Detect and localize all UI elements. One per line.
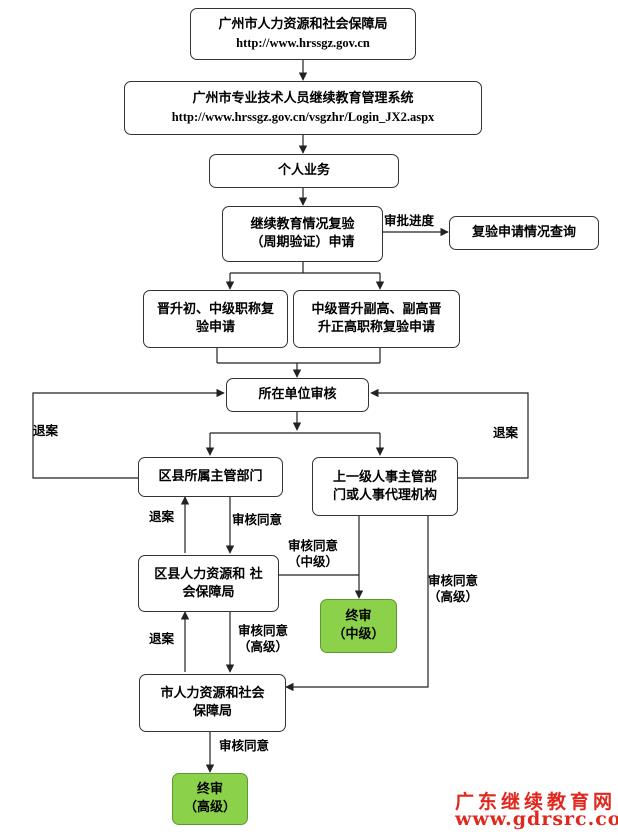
label-agree-final: 审核同意 (219, 738, 270, 753)
node-personal-text: 个人业务 (277, 163, 330, 178)
node-county-bureau-line2: 会保障局 (182, 584, 235, 600)
label-agree-high-left: 审核同意 （高级） (238, 623, 288, 655)
node-system-title: 广州市专业技术人员继续教育管理系统 (192, 91, 414, 106)
label-agree-mid-line1: 审核同意 (288, 538, 339, 553)
label-agree-mid-line2: （中级） (288, 554, 339, 569)
node-county-dept: 区县所属主管部门 (138, 457, 283, 497)
watermark-url: www.gdrsrc.com (455, 808, 618, 830)
node-final-mid-line1: 终审 (345, 609, 372, 624)
node-unit: 所在单位审核 (226, 378, 369, 412)
label-agree-high-right-line1: 审核同意 (428, 573, 479, 588)
node-query: 复验申请情况查询 (449, 216, 599, 250)
node-personal: 个人业务 (209, 154, 399, 188)
label-agree-1: 审核同意 (232, 512, 283, 527)
node-query-text: 复验申请情况查询 (471, 225, 576, 240)
arrow-agree-high-right (285, 516, 429, 692)
node-bureau-url: http://www.hrssgz.gov.cn (236, 36, 370, 50)
node-city-bureau-line1: 市人力资源和社会 (160, 686, 265, 701)
node-senior: 中级晋升副高、副高晋 升正高职称复验申请 (293, 290, 460, 348)
node-upper: 上一级人事主管部 门或人事代理机构 (312, 457, 458, 516)
node-final-high-line2: （高级） (183, 800, 236, 815)
label-return-left: 退案 (33, 423, 59, 438)
label-progress: 审批进度 (384, 213, 435, 228)
node-junior: 晋升初、中级职称复 验申请 (143, 290, 288, 348)
node-apply: 继续教育情况复验 （周期验证）申请 (222, 206, 383, 262)
node-junior-line1: 晋升初、中级职称复 (156, 302, 274, 317)
node-senior-line2: 升正高职称复验申请 (317, 320, 435, 335)
watermark-cn: 广东继续教育网 (455, 791, 617, 813)
label-agree-high-left-line2: （高级） (238, 639, 289, 654)
node-final-high-line1: 终审 (196, 782, 223, 797)
node-county-bureau: 区县人力资源和 社 会保障局 (138, 555, 279, 612)
node-unit-text: 所在单位审核 (258, 387, 337, 402)
node-city-bureau-line2: 保障局 (192, 704, 232, 719)
arrow-return-left (32, 388, 225, 479)
arrow-return-right (370, 388, 529, 479)
node-final-mid: 终审 （中级） (320, 599, 397, 653)
label-return-1: 退案 (149, 509, 175, 524)
node-upper-line2: 门或人事代理机构 (332, 487, 437, 503)
label-agree-mid: 审核同意 （中级） (288, 538, 338, 570)
node-city-bureau: 市人力资源和社会 保障局 (139, 674, 286, 732)
label-agree-high-left-line1: 审核同意 (238, 623, 289, 638)
label-agree-high-right: 审核同意 （高级） (428, 573, 478, 605)
label-return-right: 退案 (493, 425, 519, 440)
node-county-bureau-line1: 区县人力资源和 社 (154, 566, 263, 582)
node-system: 广州市专业技术人员继续教育管理系统 http://www.hrssgz.gov.… (124, 81, 482, 135)
node-apply-line2: （周期验证）申请 (250, 235, 355, 250)
node-bureau-title: 广州市人力资源和社会保障局 (218, 17, 388, 32)
node-senior-line1: 中级晋升副高、副高晋 (311, 302, 442, 317)
label-return-2: 退案 (149, 631, 175, 646)
node-system-url: http://www.hrssgz.gov.cn/vsgzhr/Login_JX… (171, 110, 435, 124)
node-county-dept-text: 区县所属主管部门 (158, 469, 263, 484)
node-junior-line2: 验申请 (195, 320, 235, 335)
node-final-high: 终审 （高级） (172, 773, 248, 825)
node-upper-line1: 上一级人事主管部 (332, 469, 437, 485)
label-agree-high-right-line2: （高级） (428, 589, 479, 604)
node-final-mid-line2: （中级） (332, 627, 385, 642)
node-apply-line1: 继续教育情况复验 (250, 217, 355, 232)
node-bureau: 广州市人力资源和社会保障局 http://www.hrssgz.gov.cn (190, 8, 416, 60)
